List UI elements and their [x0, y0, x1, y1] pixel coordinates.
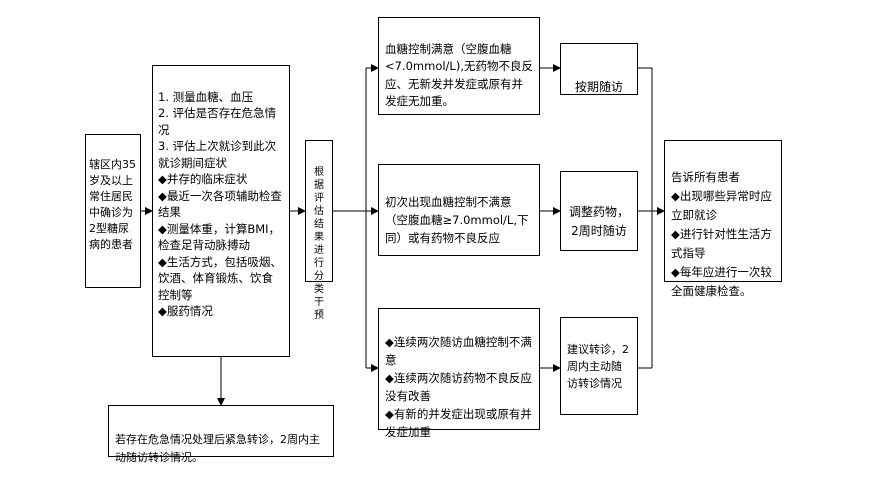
emergency-referral-box: 若存在危急情况处理后紧急转诊，2周内主动随访转诊情况。: [108, 405, 334, 464]
classify-intervene-box: 根据评估结果进行分类干预: [305, 140, 333, 321]
action-scheduled-text: 按期随访: [574, 80, 623, 94]
branch-repeated-unsatisfied-box: ◆连续两次随访血糖控制不满意 ◆连续两次随访药物不良反应没有改善 ◆有新的并发症…: [378, 308, 540, 439]
action-refer-box: 建议转诊，2周内主动随访转诊情况: [560, 317, 638, 415]
branch-first-unsatisfied-box: 初次出现血糖控制不满意（空腹血糖≥7.0mmol/L,下同）或有药物不良反应: [378, 164, 540, 256]
assessment-text: 1. 测量血糖、血压 2. 评估是否存在危急情况 3. 评估上次就诊到此次就诊期…: [158, 89, 282, 319]
target-patients-box: 辖区内35岁及以上常住居民中确诊为2型糖尿病的患者: [85, 134, 141, 288]
branch-satisfied-box: 血糖控制满意（空腹血糖<7.0mmol/L),无药物不良反应、无新发并发症或原有…: [378, 17, 540, 115]
classify-intervene-text: 根据评估结果进行分类干预: [314, 167, 324, 321]
assessment-box: 1. 测量血糖、血压 2. 评估是否存在危急情况 3. 评估上次就诊到此次就诊期…: [152, 65, 290, 357]
action-adjust-box: 调整药物，2周时随访: [560, 171, 638, 251]
emergency-referral-text: 若存在危急情况处理后紧急转诊，2周内主动随访转诊情况。: [115, 433, 320, 464]
branch-satisfied-text: 血糖控制满意（空腹血糖<7.0mmol/L),无药物不良反应、无新发并发症或原有…: [385, 41, 533, 109]
branch-first-unsatisfied-text: 初次出现血糖控制不满意（空腹血糖≥7.0mmol/L,下同）或有药物不良反应: [385, 195, 529, 245]
action-refer-text: 建议转诊，2周内主动随访转诊情况: [567, 343, 629, 390]
target-patients-text: 辖区内35岁及以上常住居民中确诊为2型糖尿病的患者: [89, 158, 136, 251]
inform-patients-text: 告诉所有患者 ◆出现哪些异常时应立即就诊 ◆进行针对性生活方式指导 ◆每年应进行…: [671, 170, 772, 298]
branch-repeated-unsatisfied-text: ◆连续两次随访血糖控制不满意 ◆连续两次随访药物不良反应没有改善 ◆有新的并发症…: [385, 335, 532, 439]
action-adjust-text: 调整药物，2周时随访: [569, 205, 630, 238]
inform-patients-box: 告诉所有患者 ◆出现哪些异常时应立即就诊 ◆进行针对性生活方式指导 ◆每年应进行…: [664, 140, 782, 298]
action-scheduled-box: 按期随访: [560, 43, 638, 95]
